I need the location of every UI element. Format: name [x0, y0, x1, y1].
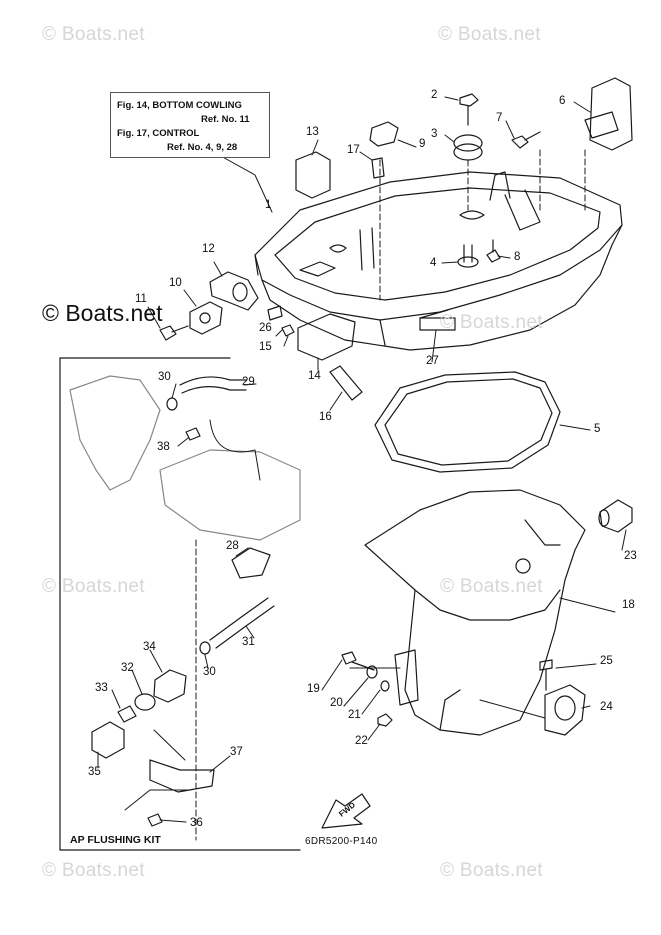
- screw-7-part: [511, 131, 541, 149]
- callout-28[interactable]: 28: [226, 540, 239, 552]
- callout-17[interactable]: 17: [347, 144, 360, 156]
- callout-38[interactable]: 38: [157, 441, 170, 453]
- callout-7[interactable]: 7: [496, 112, 503, 124]
- part-14: [297, 313, 356, 361]
- callout-33[interactable]: 33: [95, 682, 108, 694]
- part-37: [149, 759, 215, 793]
- screw-8-part: [486, 239, 501, 263]
- diagram-code: 6DR5200-P140: [305, 836, 378, 847]
- washer-21-part: [380, 680, 390, 692]
- callout-21[interactable]: 21: [348, 709, 361, 721]
- fwd-arrow: [321, 793, 371, 829]
- callout-19[interactable]: 19: [307, 683, 320, 695]
- part-26: [267, 305, 283, 321]
- bolt-38-part: [185, 427, 201, 441]
- callout-24[interactable]: 24: [600, 701, 613, 713]
- callout-18[interactable]: 18: [622, 599, 635, 611]
- callout-31[interactable]: 31: [242, 636, 255, 648]
- callout-23[interactable]: 23: [624, 550, 637, 562]
- callout-1[interactable]: 1: [265, 199, 272, 211]
- callout-25[interactable]: 25: [600, 655, 613, 667]
- grommet-3-part: [453, 134, 483, 161]
- part-34: [153, 669, 187, 703]
- clip-30-part: [166, 397, 178, 411]
- bracket-6-part: [584, 77, 633, 151]
- callout-12[interactable]: 12: [202, 243, 215, 255]
- callout-4[interactable]: 4: [430, 257, 437, 269]
- reference-box: Fig. 14, BOTTOM COWLING Ref. No. 11 Fig.…: [110, 92, 270, 158]
- callout-13[interactable]: 13: [306, 126, 319, 138]
- leader-lines: [97, 96, 627, 841]
- callout-37[interactable]: 37: [230, 746, 243, 758]
- reference-line: Fig. 17, CONTROL: [117, 128, 200, 139]
- part-13: [295, 151, 331, 199]
- collar-4-part: [457, 244, 479, 268]
- watermark: © Boats.net: [42, 300, 163, 326]
- part-17: [371, 157, 385, 179]
- bolt-2-part: [459, 93, 479, 126]
- screw-36-part: [147, 813, 163, 827]
- callout-32[interactable]: 32: [121, 662, 134, 674]
- callout-14[interactable]: 14: [308, 370, 321, 382]
- clip-30b-part: [199, 641, 211, 655]
- part-35: [91, 721, 125, 759]
- lower-cover-part: [364, 489, 586, 736]
- callout-35[interactable]: 35: [88, 766, 101, 778]
- nut-22-part: [377, 713, 393, 727]
- reference-line: Ref. No. 11: [201, 114, 250, 125]
- callout-11[interactable]: 11: [135, 293, 147, 305]
- callout-30[interactable]: 30: [158, 371, 171, 383]
- cowling-seal-part: [374, 371, 561, 473]
- hose-bracket-part: [544, 684, 586, 736]
- callout-36[interactable]: 36: [190, 817, 203, 829]
- flushing-kit-label: AP FLUSHING KIT: [70, 834, 161, 846]
- part-16: [329, 365, 363, 401]
- screw-11-part: [159, 325, 189, 341]
- callout-8[interactable]: 8: [514, 251, 521, 263]
- part-12: [209, 271, 259, 311]
- part-32: [134, 693, 156, 711]
- part-33: [117, 705, 137, 723]
- flushing-kit-frame: [59, 357, 301, 851]
- callout-5[interactable]: 5: [594, 423, 601, 435]
- bottom-cowling-part: [254, 171, 623, 351]
- screw-15-part: [281, 324, 295, 337]
- watermark: © Boats.net: [440, 576, 543, 597]
- callout-15[interactable]: 15: [259, 341, 272, 353]
- callout-29[interactable]: 29: [242, 376, 255, 388]
- callout-27[interactable]: 27: [426, 355, 439, 367]
- callout-20[interactable]: 20: [330, 697, 343, 709]
- callout-9[interactable]: 9: [419, 138, 426, 150]
- callout-30[interactable]: 30: [203, 666, 216, 678]
- bolt-25-part: [539, 659, 553, 691]
- part-28: [231, 547, 271, 579]
- reference-line: Fig. 14, BOTTOM COWLING: [117, 100, 242, 111]
- callout-3[interactable]: 3: [431, 128, 438, 140]
- watermark: © Boats.net: [440, 312, 543, 333]
- callout-6[interactable]: 6: [559, 95, 566, 107]
- watermark: © Boats.net: [438, 24, 541, 45]
- grommet-part: [598, 499, 633, 533]
- callout-26[interactable]: 26: [259, 322, 272, 334]
- callout-22[interactable]: 22: [355, 735, 368, 747]
- callout-2[interactable]: 2: [431, 89, 438, 101]
- part-9: [369, 121, 399, 147]
- part-27: [419, 309, 449, 319]
- watermark: © Boats.net: [42, 860, 145, 881]
- watermark: © Boats.net: [42, 576, 145, 597]
- watermark: © Boats.net: [440, 860, 543, 881]
- part-10: [189, 301, 223, 335]
- engine-sketch: [69, 375, 301, 541]
- hose-29-part: [179, 376, 247, 394]
- reference-line: Ref. No. 4, 9, 28: [167, 142, 238, 153]
- bolt-19-part: [341, 651, 375, 671]
- washer-20-part: [366, 665, 378, 679]
- watermark: © Boats.net: [42, 24, 145, 45]
- callout-10[interactable]: 10: [169, 277, 182, 289]
- callout-16[interactable]: 16: [319, 411, 332, 423]
- callout-34[interactable]: 34: [143, 641, 156, 653]
